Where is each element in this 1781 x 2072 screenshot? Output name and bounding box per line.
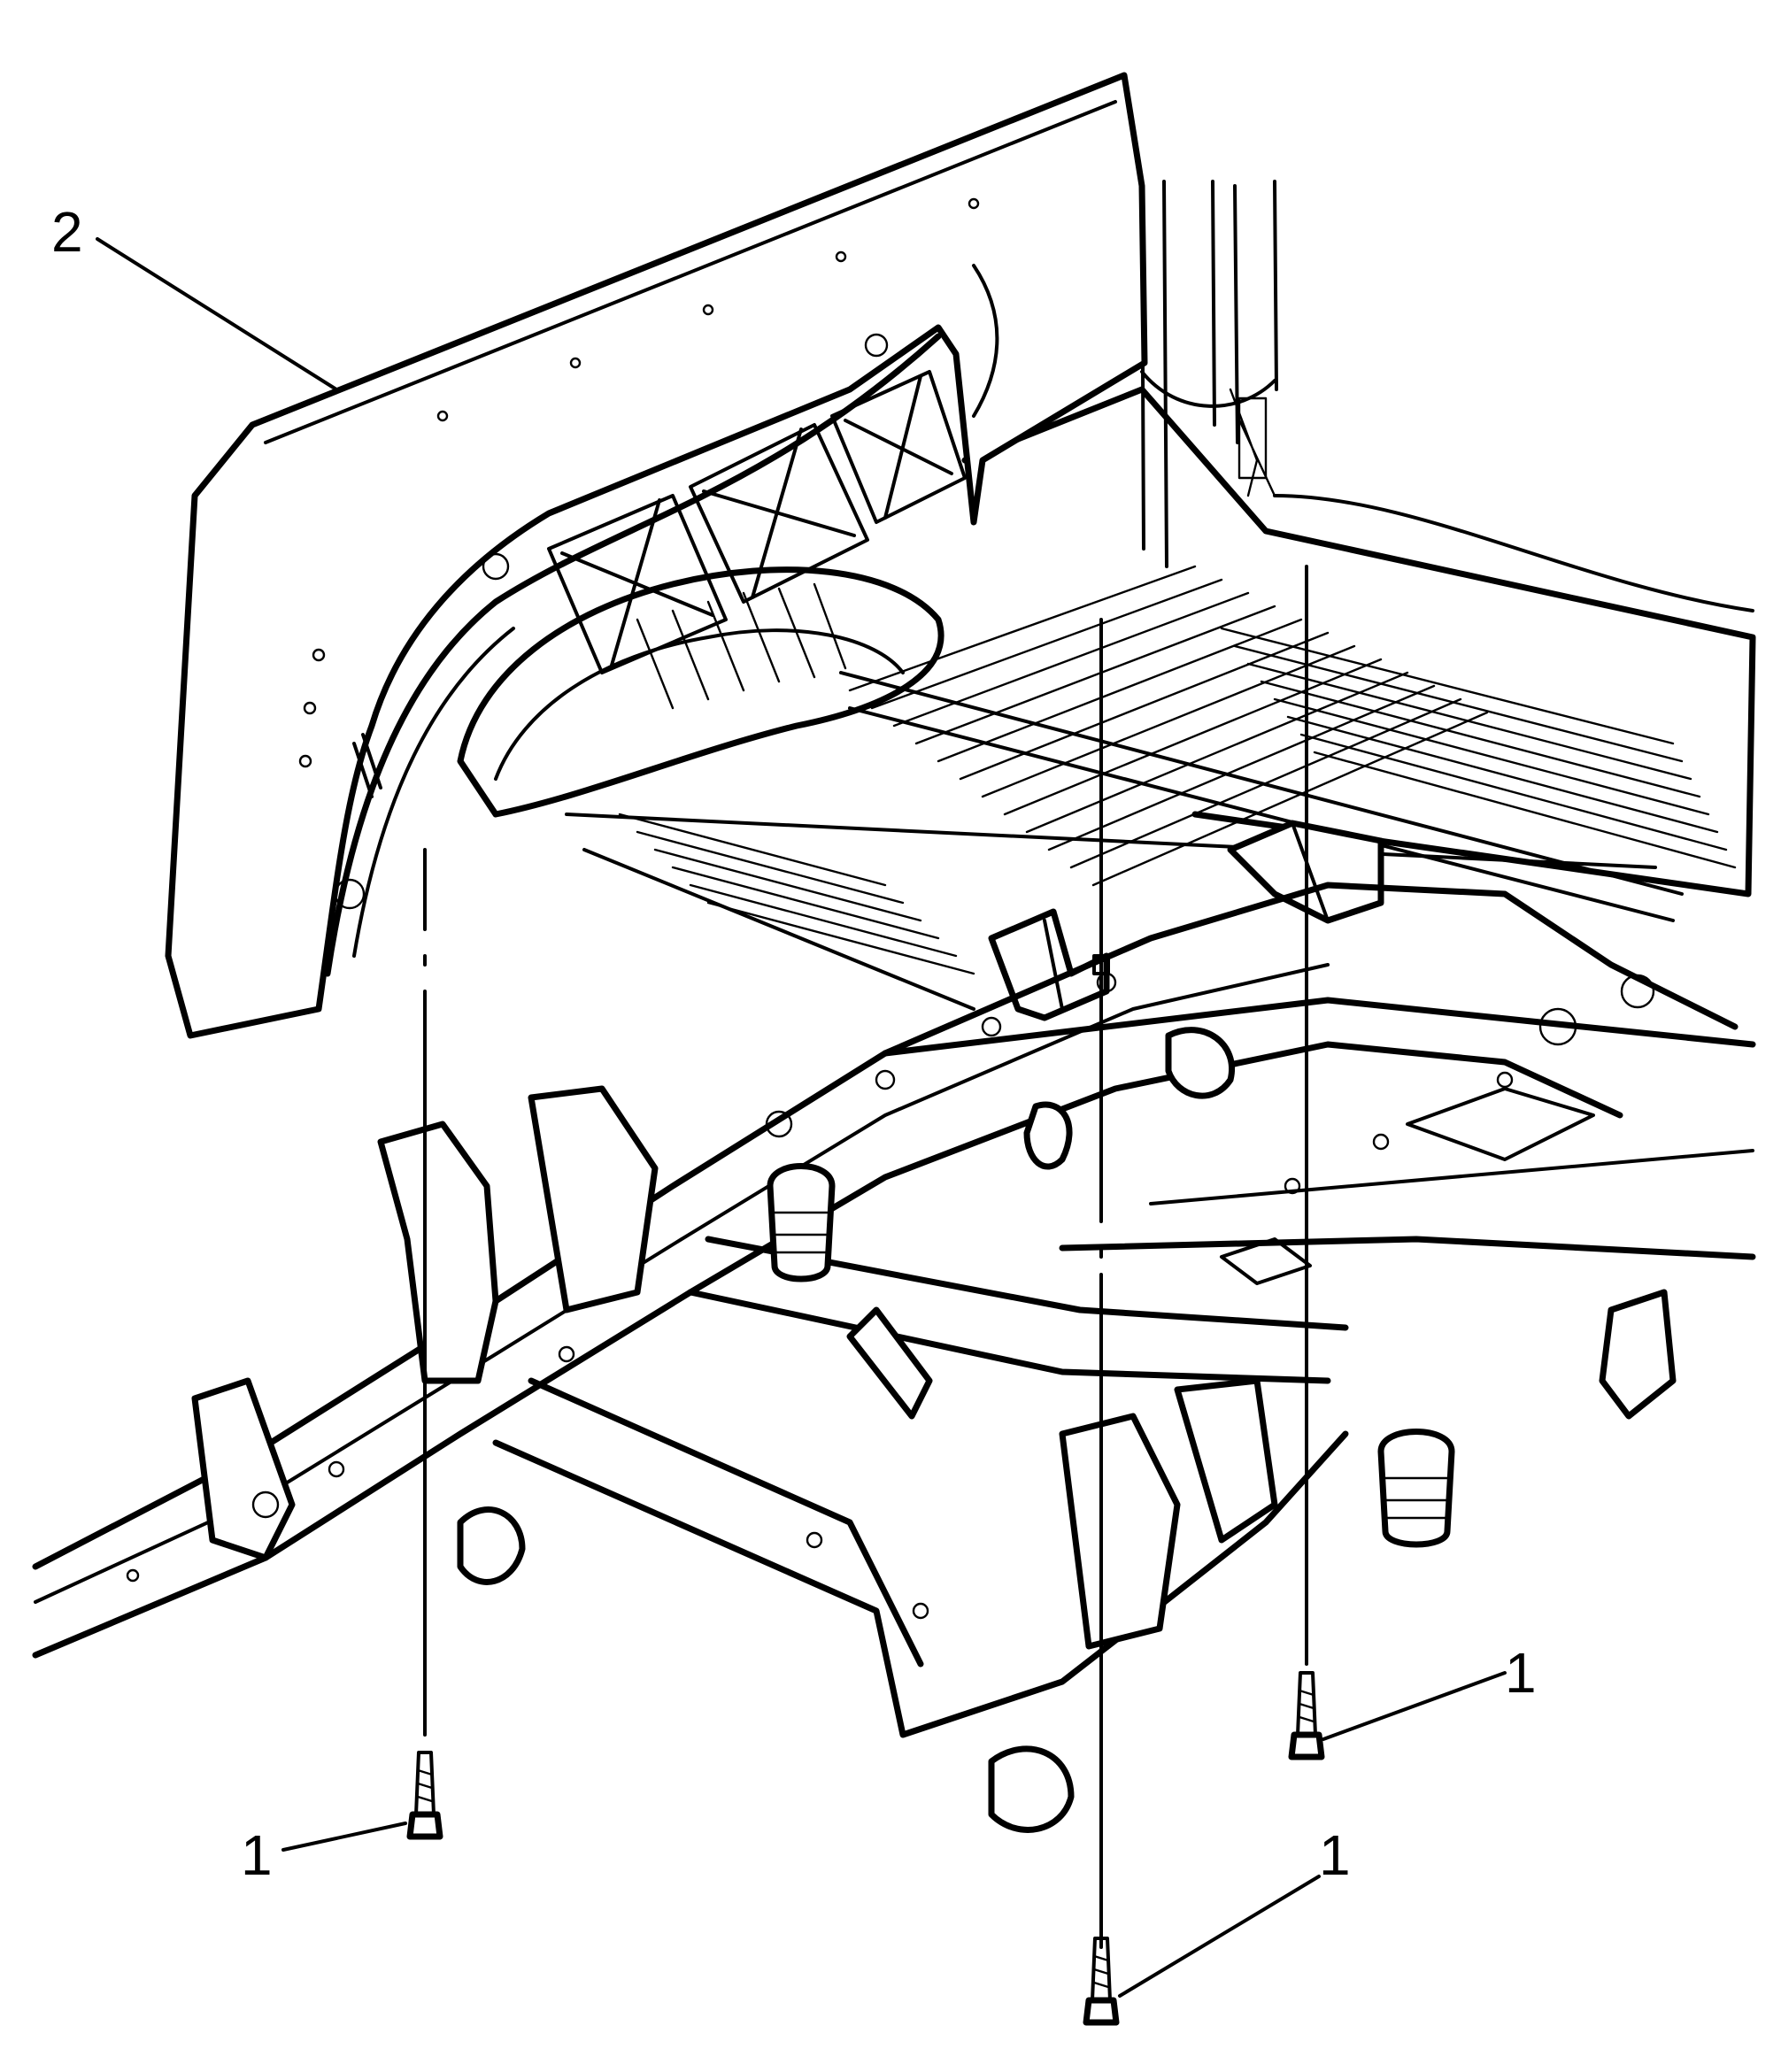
leader-line-1-center [1118,1875,1321,1998]
bed-mounting-brackets [988,820,1384,1021]
bolt-center [1083,618,1120,2026]
cab-pillar [1140,180,1278,568]
bolt-left [406,848,443,1840]
rear-fender [165,72,1148,1039]
callout-1-left: 1 [241,1823,273,1887]
leader-line-2 [96,237,338,391]
bed-floor [565,386,1756,1011]
vehicle-frame [32,882,1756,1833]
leader-lines [96,237,1507,1998]
leader-line-1-right [1322,1671,1507,1741]
callout-1-right: 1 [1505,1641,1537,1705]
callout-1-center: 1 [1319,1823,1351,1887]
leader-line-1-left [281,1822,407,1852]
bolt-right [1288,565,1325,1760]
callout-2: 2 [51,200,83,264]
